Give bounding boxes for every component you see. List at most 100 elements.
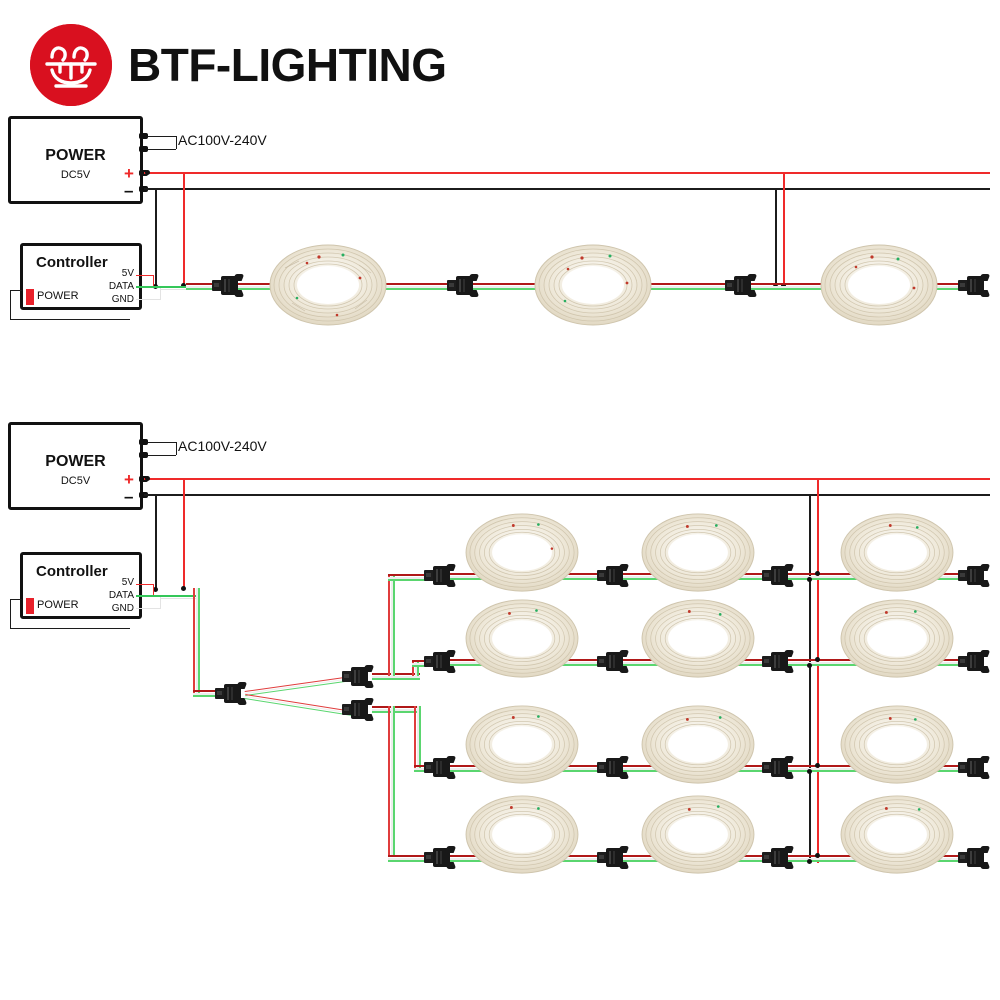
psu-ac-terminal-n-1 bbox=[139, 146, 148, 152]
drop-negative-left-1 bbox=[155, 188, 157, 286]
bus-negative-2 bbox=[144, 494, 990, 496]
branch-drop-row3 bbox=[414, 706, 421, 768]
ac-wire-l-2 bbox=[148, 442, 176, 443]
controller-wire-5v-rise-2 bbox=[153, 584, 154, 596]
controller-pin-gnd-2: GND bbox=[111, 603, 134, 614]
power-supply-box-1: POWER DC5V bbox=[8, 116, 143, 204]
junction-dot bbox=[807, 769, 812, 774]
branch-run-lower bbox=[372, 706, 420, 713]
brand-logo: BTF-LIGHTING bbox=[30, 24, 447, 106]
controller-wire-gnd-1 bbox=[136, 299, 161, 300]
psu-ac-terminal-l-2 bbox=[139, 439, 148, 445]
jst-splitter-input-connector bbox=[215, 682, 248, 705]
controller-wire-5v-1 bbox=[136, 275, 154, 276]
bus-negative-1 bbox=[144, 188, 990, 190]
power-supply-box-2: POWER DC5V bbox=[8, 422, 143, 510]
psu-plus-label-2: + bbox=[124, 470, 134, 489]
led-string-coil bbox=[838, 704, 956, 786]
controller-wire-data-1 bbox=[136, 286, 214, 288]
branch-run-upper bbox=[372, 673, 420, 680]
controller-pin-gnd-1: GND bbox=[111, 294, 134, 305]
ac-wire-join-2 bbox=[176, 442, 177, 455]
junction-dot bbox=[181, 586, 186, 591]
led-string-coil bbox=[838, 794, 956, 876]
psu-dc-pos-terminal-2 bbox=[139, 476, 148, 482]
psu-title-2: POWER bbox=[45, 453, 106, 470]
led-string-coil bbox=[838, 598, 956, 680]
jst-connector bbox=[447, 274, 480, 297]
branch-feed-row4 bbox=[388, 855, 426, 862]
led-string-coil bbox=[267, 243, 389, 328]
controller-ac-lead-a-1 bbox=[10, 290, 22, 291]
jst-connector bbox=[424, 846, 457, 869]
led-string-coil bbox=[463, 598, 581, 680]
jst-connector bbox=[958, 846, 991, 869]
controller-ac-lead-c-1 bbox=[10, 319, 130, 320]
jst-connector bbox=[762, 564, 795, 587]
injection-bus-positive-2 bbox=[817, 478, 819, 863]
controller-ac-lead-c-2 bbox=[10, 628, 130, 629]
junction-dot bbox=[815, 571, 820, 576]
brand-name: BTF-LIGHTING bbox=[128, 39, 447, 91]
psu-dc-pos-terminal-1 bbox=[139, 170, 148, 176]
jst-connector bbox=[762, 650, 795, 673]
junction-dot bbox=[153, 587, 158, 592]
jst-splitter-output-connector bbox=[342, 665, 375, 688]
controller-wire-5v-2 bbox=[136, 584, 154, 585]
controller-title-1: Controller bbox=[36, 254, 108, 271]
controller-ac-lead-b-1 bbox=[10, 290, 11, 320]
controller-power-label-2: POWER bbox=[37, 599, 79, 611]
psu-subtitle-1: DC5V bbox=[60, 169, 91, 181]
ac-wire-n-2 bbox=[148, 455, 176, 456]
branch-feed-row3 bbox=[414, 765, 426, 772]
ac-input-label-2: AC100V-240V bbox=[178, 438, 267, 454]
drop-negative-right-1 bbox=[775, 188, 777, 286]
controller-pin-data-2: DATA bbox=[108, 590, 134, 601]
jst-connector bbox=[762, 846, 795, 869]
jst-connector bbox=[597, 564, 630, 587]
btf-roundel-icon bbox=[30, 24, 112, 106]
led-string-coil bbox=[532, 243, 654, 328]
trunk-ribbon-horizontal-2 bbox=[193, 690, 228, 697]
jst-connector bbox=[725, 274, 758, 297]
junction-dot bbox=[807, 859, 812, 864]
ac-input-label-1: AC100V-240V bbox=[178, 132, 267, 148]
controller-power-led-1 bbox=[26, 289, 34, 305]
jst-connector bbox=[958, 650, 991, 673]
psu-minus-label-2: – bbox=[124, 487, 134, 506]
led-string-coil bbox=[639, 512, 757, 594]
controller-title-2: Controller bbox=[36, 563, 108, 580]
led-string-coil bbox=[639, 598, 757, 680]
jst-connector bbox=[597, 650, 630, 673]
controller-wire-5v-rise-1 bbox=[153, 275, 154, 287]
branch-feed-row1 bbox=[388, 574, 426, 581]
led-string-coil bbox=[838, 512, 956, 594]
psu-subtitle-2: DC5V bbox=[60, 475, 91, 487]
drop-positive-right-1 bbox=[783, 172, 785, 285]
controller-wire-gnd-rise-1 bbox=[160, 288, 161, 300]
junction-dot bbox=[815, 853, 820, 858]
jst-splitter-output-connector bbox=[342, 698, 375, 721]
branch-feed-row2 bbox=[412, 660, 426, 667]
controller-box-1: Controller POWER bbox=[20, 243, 142, 310]
controller-ac-lead-a-2 bbox=[10, 599, 22, 600]
jst-connector bbox=[597, 846, 630, 869]
trunk-ribbon-vertical-2 bbox=[193, 588, 200, 693]
controller-wire-gnd-run-2 bbox=[160, 598, 198, 599]
branch-rise-row1 bbox=[388, 574, 395, 676]
jst-connector bbox=[424, 564, 457, 587]
bus-positive-2 bbox=[144, 478, 990, 480]
led-string-coil bbox=[639, 704, 757, 786]
drop-positive-left-1 bbox=[183, 172, 185, 285]
junction-dot bbox=[807, 663, 812, 668]
controller-power-led-2 bbox=[26, 598, 34, 614]
jst-connector bbox=[958, 564, 991, 587]
ac-wire-join-1 bbox=[176, 136, 177, 149]
drop-negative-left-2 bbox=[155, 494, 157, 589]
controller-box-2: Controller POWER bbox=[20, 552, 142, 619]
junction-dot bbox=[815, 657, 820, 662]
controller-pin-5v-2: 5V bbox=[121, 577, 134, 588]
psu-minus-label-1: – bbox=[124, 181, 134, 200]
ac-wire-n-1 bbox=[148, 149, 176, 150]
